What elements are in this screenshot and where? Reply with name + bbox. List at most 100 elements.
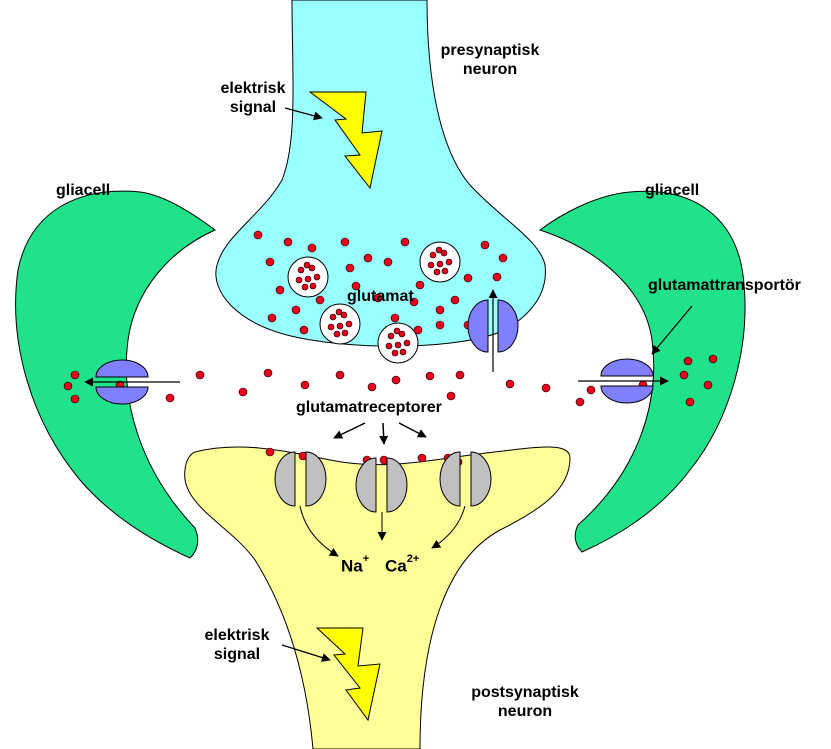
- glutamate-molecule: [680, 371, 688, 379]
- glutamate-molecule: [302, 284, 308, 290]
- glutamate-molecule: [336, 309, 342, 315]
- glutamate-molecule: [342, 330, 348, 336]
- presynaptic-label-line2: neuron: [440, 60, 540, 79]
- glutamate-molecule: [481, 241, 489, 249]
- receptor-label-arrows: [334, 423, 426, 444]
- glutamate-molecule: [300, 326, 308, 334]
- signal-label-top: elektrisk signal: [218, 79, 288, 117]
- glutamate-molecule: [394, 328, 400, 334]
- glutamate-molecule: [166, 394, 174, 402]
- glutamate-molecule: [71, 371, 79, 379]
- glutamate-molecule: [426, 372, 434, 380]
- glutamate-molecule: [428, 262, 434, 268]
- signal-label-bottom: elektrisk signal: [197, 626, 277, 664]
- glutamate-molecule: [436, 247, 442, 253]
- glutamate-molecule: [388, 333, 394, 339]
- receptors-label: glutamatreceptorer: [296, 398, 442, 417]
- glutamate-molecule: [196, 371, 204, 379]
- glutamate-molecule: [506, 380, 514, 388]
- postsynaptic-neuron-label: postsynaptisk neuron: [470, 683, 580, 721]
- glutamate-molecule: [684, 357, 692, 365]
- glutamate-molecule: [336, 371, 344, 379]
- glutamate-molecule: [314, 274, 320, 280]
- glutamate-molecule: [384, 258, 392, 266]
- glutamate-molecule: [239, 388, 247, 396]
- presynaptic-label-line1: presynaptisk: [440, 41, 540, 60]
- glutamate-molecule: [395, 342, 401, 348]
- transporter-label: glutamattransportör: [648, 276, 801, 295]
- glutamate-label: glutamat: [347, 287, 414, 306]
- glutamate-molecule: [346, 264, 354, 272]
- glutamate-molecule: [328, 324, 334, 330]
- glutamate-molecule: [264, 369, 272, 377]
- glutamate-molecule: [301, 381, 309, 389]
- glutamate-molecule: [254, 231, 262, 239]
- glutamate-molecule: [304, 262, 310, 268]
- glutamate-molecule: [298, 267, 304, 273]
- glutamate-molecule: [334, 331, 340, 337]
- glutamate-molecule: [430, 252, 436, 258]
- glutamate-molecule: [71, 395, 79, 403]
- glutamate-molecule: [542, 384, 550, 392]
- postsynaptic-label-line1: postsynaptisk: [470, 683, 580, 702]
- glutamate-molecule: [451, 296, 459, 304]
- glutamate-molecule: [341, 238, 349, 246]
- glutamate-molecule: [686, 398, 694, 406]
- glutamate-molecule: [434, 269, 440, 275]
- glutamate-molecule: [266, 258, 274, 266]
- glutamate-molecule: [436, 321, 444, 329]
- glutamate-molecule: [493, 273, 501, 281]
- signal-bottom-line1: elektrisk: [197, 626, 277, 645]
- signal-top-line1: elektrisk: [218, 79, 288, 98]
- glutamate-molecule: [268, 314, 276, 322]
- presynaptic-neuron-label: presynaptisk neuron: [440, 41, 540, 79]
- glutamate-molecule: [337, 323, 343, 329]
- glutamate-molecule: [392, 376, 400, 384]
- glutamate-molecule: [499, 254, 507, 262]
- glutamate-molecule: [709, 355, 717, 363]
- glutamate-molecule: [64, 382, 72, 390]
- glutamate-molecule: [456, 371, 464, 379]
- glutamate-molecule: [368, 383, 376, 391]
- glutamate-molecule: [292, 306, 300, 314]
- glutamate-molecule: [392, 350, 398, 356]
- glia-right-label: gliacell: [645, 181, 699, 200]
- glutamate-molecule: [266, 448, 274, 456]
- glutamate-molecule: [305, 276, 311, 282]
- glutamate-molecule: [296, 277, 302, 283]
- calcium-symbol: Ca: [385, 557, 407, 576]
- glutamate-molecule: [576, 398, 584, 406]
- sodium-charge: +: [363, 553, 369, 565]
- postsynaptic-label-line2: neuron: [470, 702, 580, 721]
- glutamate-molecule: [437, 261, 443, 267]
- glutamate-molecule: [391, 314, 399, 322]
- glutamate-molecule: [401, 238, 409, 246]
- calcium-charge: 2+: [407, 553, 420, 565]
- glutamate-molecule: [587, 386, 595, 394]
- glutamate-molecule: [276, 286, 284, 294]
- glia-left-label: gliacell: [56, 181, 110, 200]
- glutamate-molecule: [400, 349, 406, 355]
- sodium-ion-label: Na+: [341, 556, 369, 577]
- glutamate-molecule: [446, 259, 452, 265]
- glutamate-molecule: [308, 244, 316, 252]
- glutamate-molecule: [404, 340, 410, 346]
- glutamate-molecule: [464, 274, 472, 282]
- sodium-symbol: Na: [341, 557, 363, 576]
- glutamate-molecule: [364, 254, 372, 262]
- glutamate-molecule: [346, 321, 352, 327]
- calcium-ion-label: Ca2+: [385, 556, 419, 577]
- glutamate-molecule: [447, 392, 455, 400]
- signal-bottom-line2: signal: [197, 645, 277, 664]
- glutamate-molecule: [418, 454, 426, 462]
- glutamate-molecule: [442, 268, 448, 274]
- glutamate-molecule: [436, 306, 444, 314]
- signal-top-line2: signal: [218, 98, 288, 117]
- glutamate-molecule: [284, 238, 292, 246]
- glutamate-molecule: [386, 343, 392, 349]
- glutamate-molecule: [330, 314, 336, 320]
- glutamate-molecule: [310, 283, 316, 289]
- glutamate-molecule: [704, 381, 712, 389]
- glutamate-molecule: [416, 281, 424, 289]
